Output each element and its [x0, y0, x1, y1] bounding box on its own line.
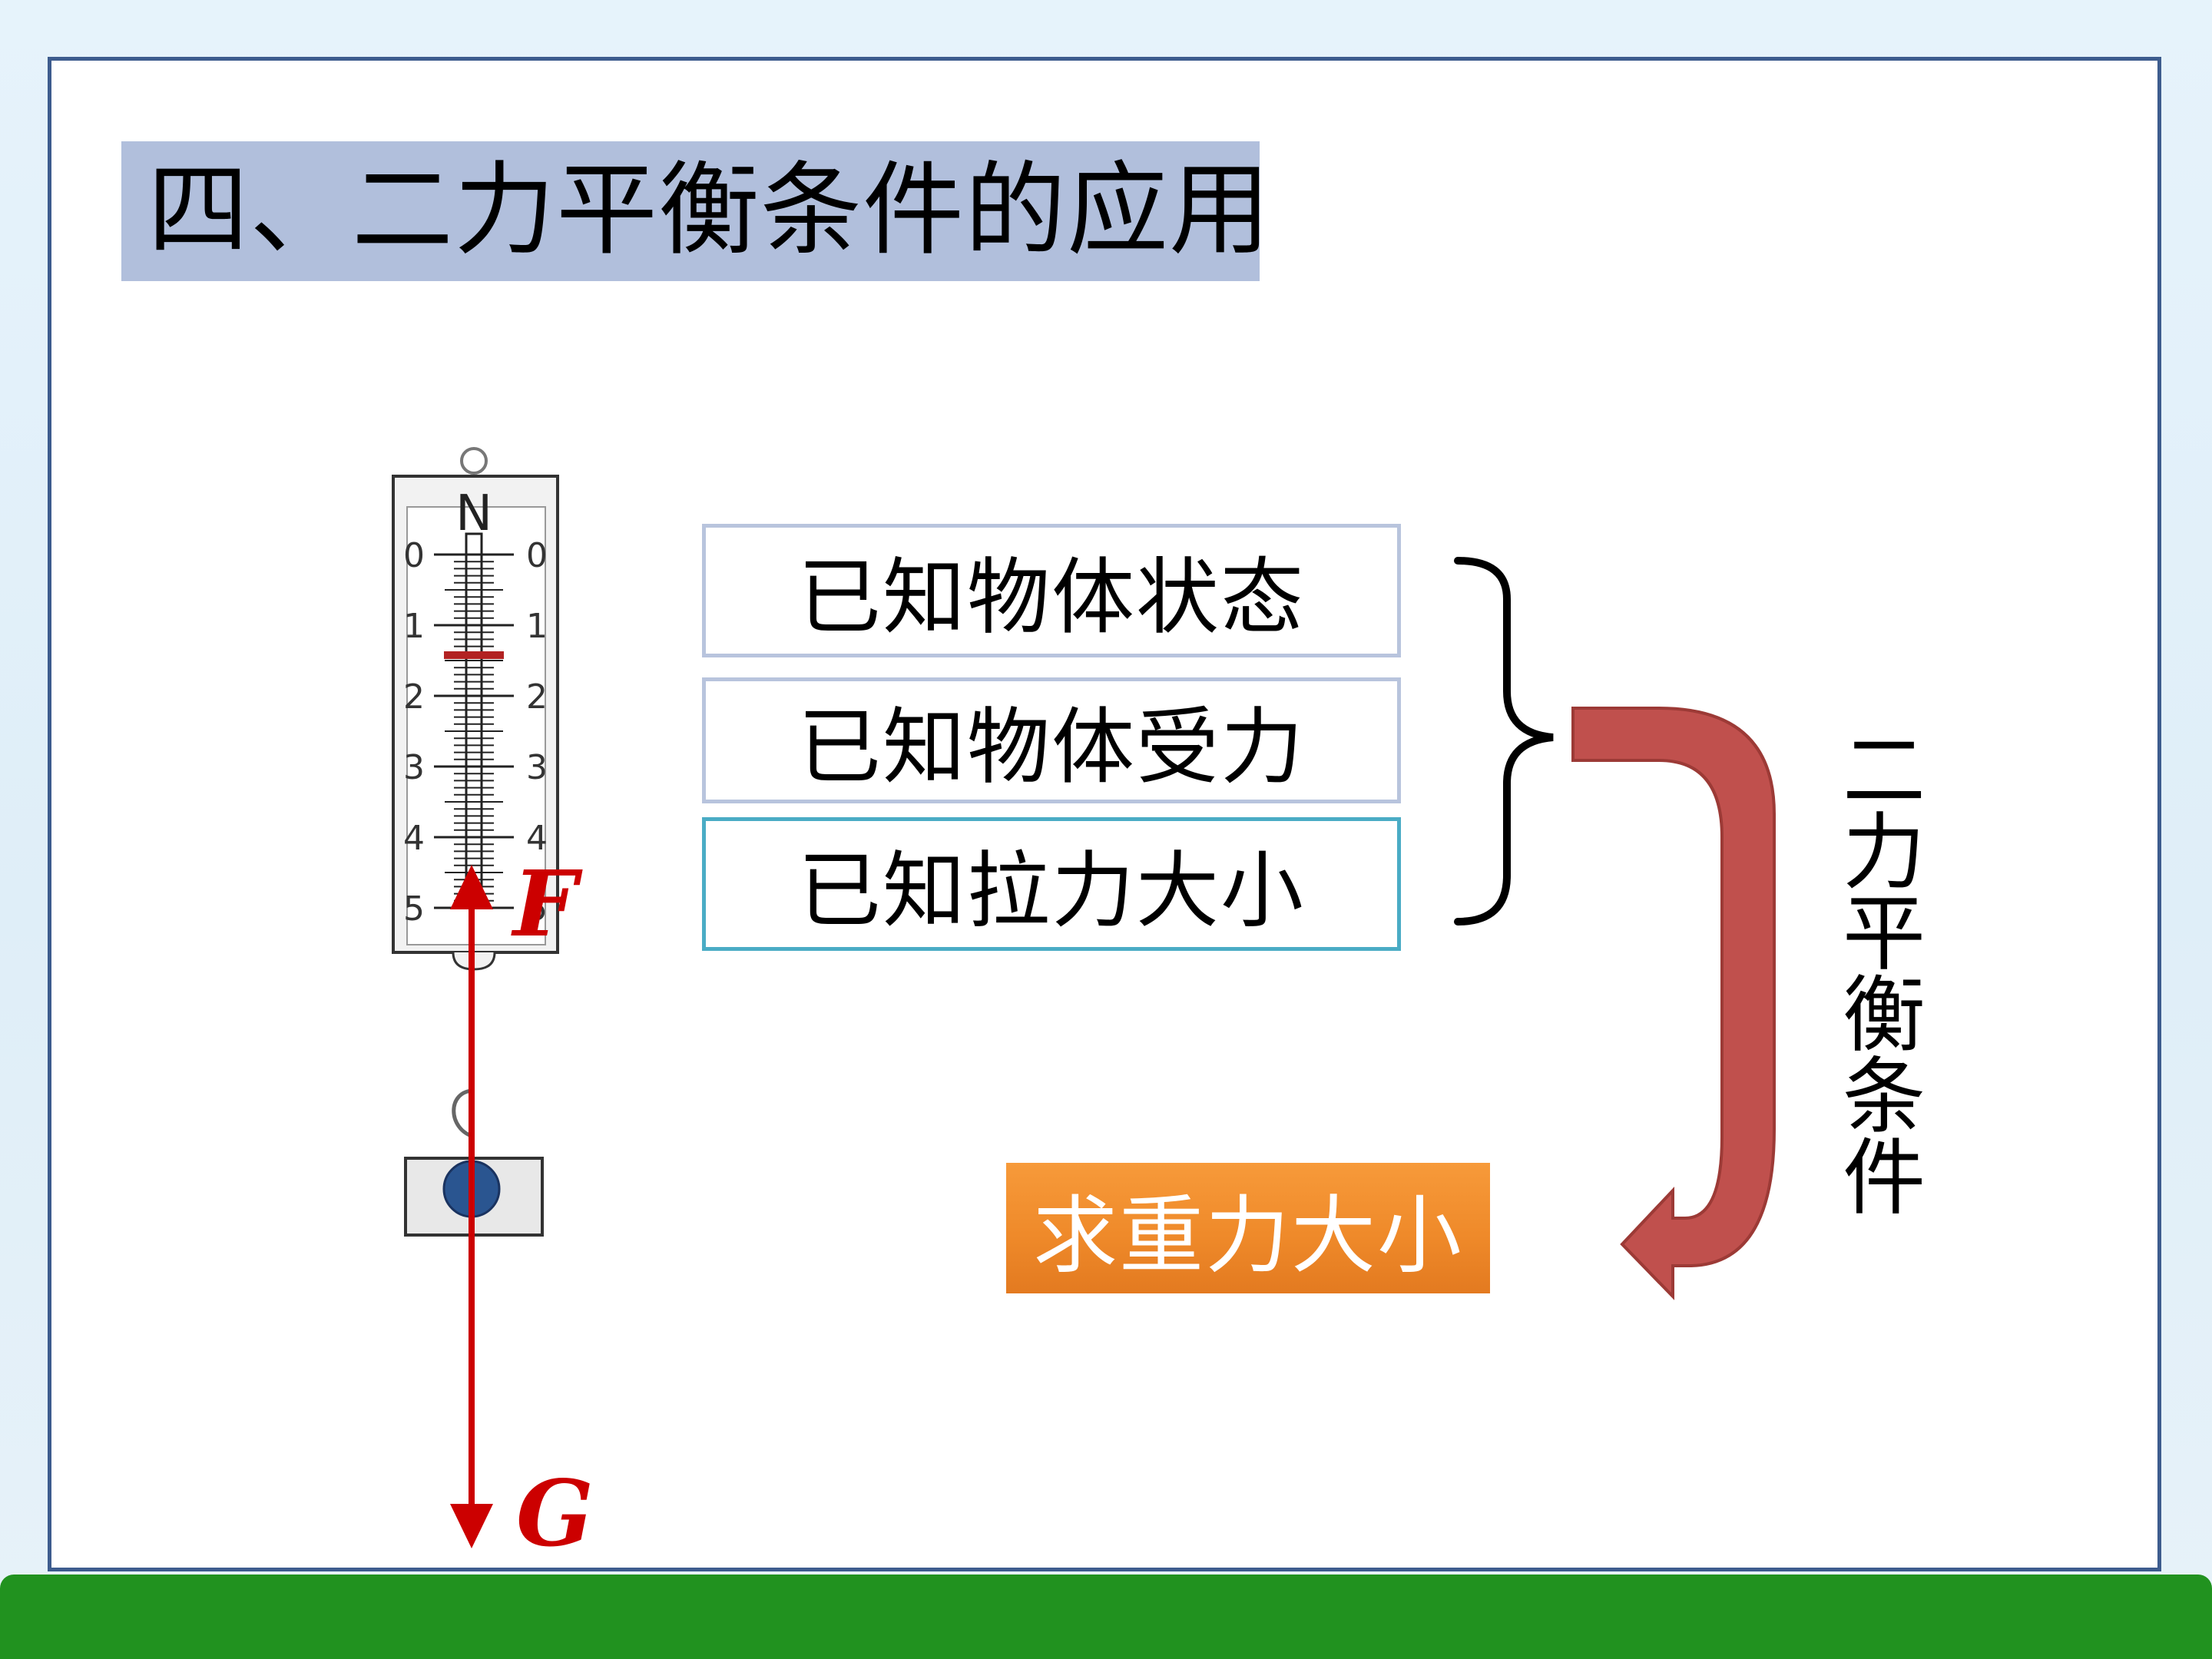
top-ring-icon [460, 447, 488, 475]
known-state-box: 已知物体状态 [702, 524, 1401, 657]
result-text: 求重力大小 [1033, 1187, 1463, 1285]
tick-label-right: 1 [526, 607, 548, 646]
scale-pointer [444, 651, 504, 659]
known-tension-box: 已知拉力大小 [702, 817, 1401, 951]
known-state-text: 已知物体状态 [797, 550, 1305, 646]
tick-label-left: 3 [403, 748, 425, 787]
slide-title: 四、二力平衡条件的应用 [147, 151, 1271, 270]
curved-arrow-icon [1571, 707, 1776, 1300]
known-tension-text: 已知拉力大小 [797, 843, 1305, 939]
tick-label-right: 0 [526, 536, 548, 575]
result-box: 求重力大小 [1006, 1163, 1490, 1293]
force-f-label: F [513, 850, 578, 957]
force-g-arrowhead [450, 1504, 493, 1548]
bottom-bar [0, 1575, 2212, 1659]
title-band [121, 141, 1260, 281]
tick-label-left: 4 [403, 819, 425, 858]
tick-label-right: 3 [526, 748, 548, 787]
tick-label-left: 0 [403, 536, 425, 575]
force-f-arrowhead [450, 865, 493, 909]
tick-label-left: 1 [403, 607, 425, 646]
condition-label: 二力平衡条件 [1842, 724, 1926, 1227]
scale-ticks: 0 0 1 1 2 2 3 3 4 4 5 5 [403, 536, 548, 929]
known-force-text: 已知物体受力 [797, 700, 1305, 796]
tick-label-left: 5 [403, 889, 425, 929]
tick-label-right: 2 [526, 677, 548, 717]
tick-label-right: 5 [526, 889, 548, 929]
curly-brace-icon [1454, 557, 1554, 926]
known-force-box: 已知物体受力 [702, 677, 1401, 803]
hook-icon [452, 1088, 475, 1139]
tick-label-left: 2 [403, 677, 425, 717]
force-g-label: G [516, 1460, 594, 1567]
tick-label-right: 4 [526, 819, 548, 858]
